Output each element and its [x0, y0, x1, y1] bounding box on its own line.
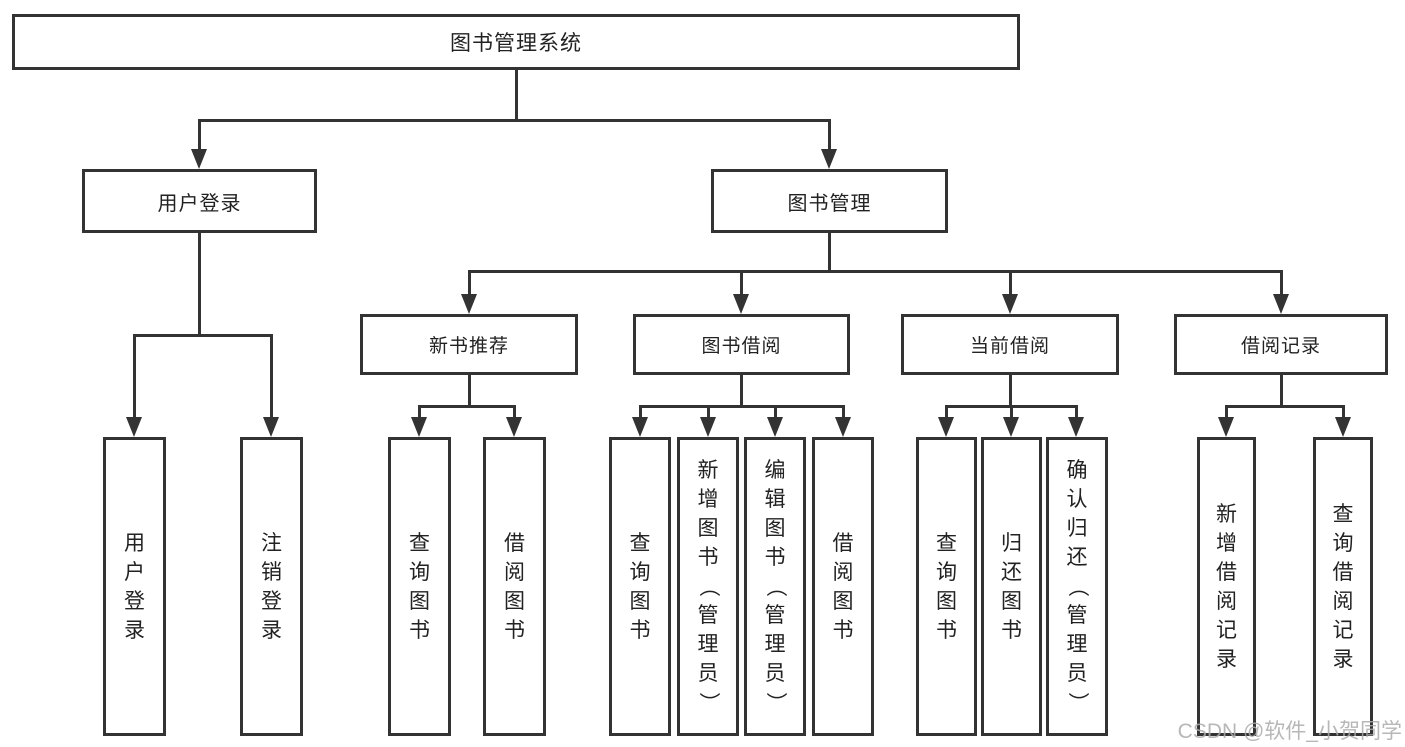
leaf-query-book-borrow-label: 查询图书 — [629, 531, 651, 642]
connector-drop-edit-book — [774, 405, 777, 419]
leaf-query-book-newbook: 查询图书 — [388, 437, 451, 736]
node-book-borrow-label: 图书借阅 — [701, 336, 782, 357]
leaf-query-book-current: 查询图书 — [916, 437, 977, 736]
arrowhead-book-borrow — [733, 294, 749, 314]
connector-new-book-stem — [468, 375, 471, 408]
connector-drop-query-book-a — [418, 405, 421, 419]
leaf-add-book-admin: 新增图书（管理员） — [677, 437, 739, 736]
arrowhead-add-book — [700, 417, 716, 437]
connector-book-mgmt-stem — [828, 233, 831, 273]
node-book-borrow: 图书借阅 — [633, 314, 850, 375]
connector-borrow-record-split — [1225, 405, 1344, 408]
node-current-borrow-label: 当前借阅 — [969, 336, 1050, 357]
leaf-confirm-return-admin: 确认归还（管理员） — [1046, 437, 1108, 736]
leaf-logout-label: 注销登录 — [261, 531, 282, 642]
arrowhead-confirm-return — [1068, 417, 1084, 437]
connector-drop-borrow-book-b — [842, 405, 845, 419]
connector-root-stem — [515, 70, 518, 120]
node-user-login: 用户登录 — [82, 169, 317, 233]
leaf-query-borrow-record-label: 查询借阅记录 — [1332, 502, 1354, 671]
connector-drop-book-borrow — [740, 270, 743, 296]
connector-drop-query-record — [1342, 405, 1345, 419]
leaf-add-borrow-record: 新增借阅记录 — [1197, 437, 1256, 736]
leaf-logout: 注销登录 — [240, 437, 303, 736]
node-root-system-label: 图书管理系统 — [450, 32, 582, 55]
arrowhead-edit-book — [767, 417, 783, 437]
connector-drop-confirm-return — [1075, 405, 1078, 419]
node-new-book-recommend: 新书推荐 — [360, 314, 578, 375]
arrowhead-leaf-logout — [263, 417, 279, 437]
connector-user-login-split — [133, 334, 273, 337]
leaf-edit-book-admin: 编辑图书（管理员） — [744, 437, 806, 736]
arrowhead-book-mgmt — [821, 149, 837, 169]
leaf-edit-book-admin-label: 编辑图书（管理员） — [763, 459, 787, 713]
connector-level2-horizontal — [468, 270, 1282, 273]
leaf-borrow-book-newbook: 借阅图书 — [483, 437, 546, 736]
connector-drop-current-borrow — [1009, 270, 1012, 296]
connector-drop-borrow-record — [1280, 270, 1283, 296]
node-new-book-recommend-label: 新书推荐 — [428, 336, 509, 357]
arrowhead-query-record — [1335, 417, 1351, 437]
leaf-confirm-return-admin-label: 确认归还（管理员） — [1065, 459, 1089, 713]
connector-drop-query-book-c — [945, 405, 948, 419]
leaf-return-book: 归还图书 — [981, 437, 1042, 736]
connector-drop-query-book-b — [639, 405, 642, 419]
arrowhead-leaf-user-login — [126, 417, 142, 437]
connector-book-borrow-split — [639, 405, 844, 408]
leaf-add-book-admin-label: 新增图书（管理员） — [696, 459, 720, 713]
arrowhead-query-book-c — [938, 417, 954, 437]
arrowhead-query-book-b — [632, 417, 648, 437]
arrowhead-query-book-a — [411, 417, 427, 437]
arrowhead-borrow-record — [1273, 294, 1289, 314]
connector-level1-horizontal — [198, 119, 831, 122]
leaf-user-login: 用户登录 — [103, 437, 166, 736]
connector-current-borrow-stem — [1009, 375, 1012, 408]
leaf-borrow-book-label: 借阅图书 — [832, 531, 854, 642]
node-borrow-record-label: 借阅记录 — [1240, 336, 1321, 357]
node-root-system: 图书管理系统 — [12, 14, 1020, 70]
arrowhead-new-book — [461, 294, 477, 314]
connector-drop-user-login — [198, 119, 201, 151]
connector-drop-return-book — [1010, 405, 1013, 419]
connector-drop-leaf-logout — [270, 334, 273, 419]
arrowhead-borrow-book-a — [506, 417, 522, 437]
connector-drop-new-book — [468, 270, 471, 296]
node-book-mgmt-label: 图书管理 — [787, 192, 872, 215]
connector-new-book-split — [418, 405, 516, 408]
csdn-watermark: CSDN @软件_小贺同学 — [1177, 720, 1402, 743]
node-user-login-label: 用户登录 — [157, 192, 242, 215]
arrowhead-add-record — [1218, 417, 1234, 437]
node-current-borrow: 当前借阅 — [901, 314, 1119, 375]
leaf-user-login-label: 用户登录 — [124, 531, 145, 642]
leaf-return-book-label: 归还图书 — [1001, 531, 1022, 642]
arrowhead-return-book — [1003, 417, 1019, 437]
leaf-query-book-borrow: 查询图书 — [609, 437, 671, 736]
connector-borrow-record-stem — [1280, 375, 1283, 408]
connector-drop-book-mgmt — [828, 119, 831, 151]
connector-book-borrow-stem — [740, 375, 743, 408]
leaf-query-book-newbook-label: 查询图书 — [409, 531, 430, 642]
leaf-borrow-book-newbook-label: 借阅图书 — [504, 531, 525, 642]
leaf-query-borrow-record: 查询借阅记录 — [1313, 437, 1373, 736]
node-book-mgmt: 图书管理 — [711, 169, 948, 233]
connector-drop-leaf-user-login — [133, 334, 136, 419]
connector-drop-add-book — [707, 405, 710, 419]
leaf-borrow-book: 借阅图书 — [812, 437, 874, 736]
leaf-add-borrow-record-label: 新增借阅记录 — [1216, 502, 1237, 671]
connector-drop-add-record — [1225, 405, 1228, 419]
node-borrow-record: 借阅记录 — [1174, 314, 1388, 375]
connector-user-login-stem — [198, 233, 201, 335]
arrowhead-borrow-book-b — [835, 417, 851, 437]
arrowhead-user-login — [191, 149, 207, 169]
arrowhead-current-borrow — [1002, 294, 1018, 314]
leaf-query-book-current-label: 查询图书 — [936, 531, 957, 642]
connector-drop-borrow-book-a — [513, 405, 516, 419]
